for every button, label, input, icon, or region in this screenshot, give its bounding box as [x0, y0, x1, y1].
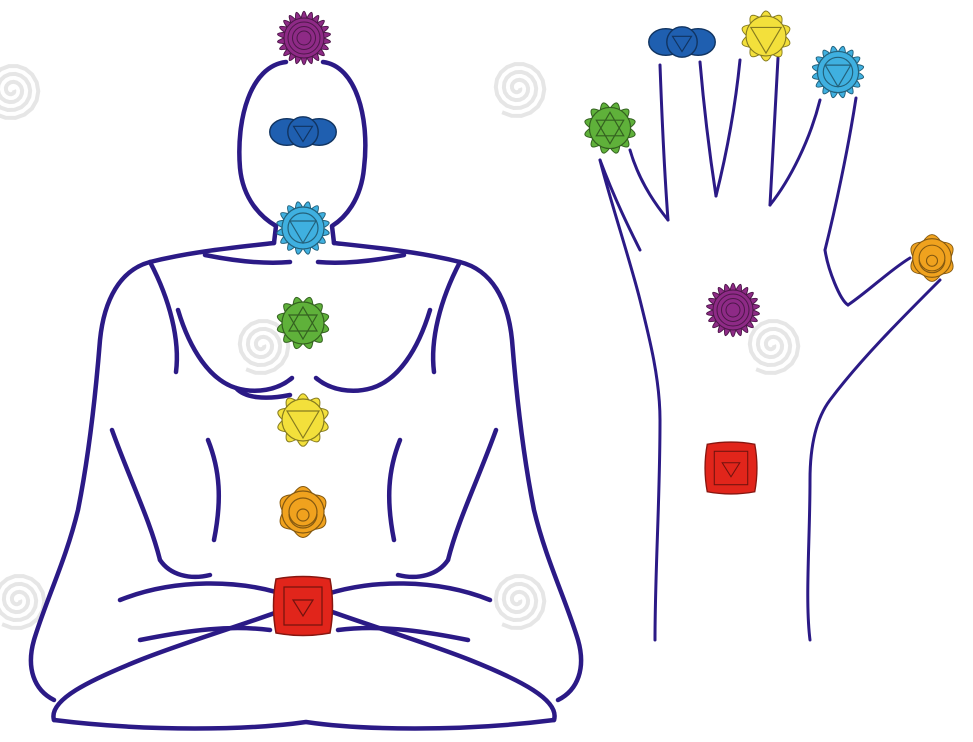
watermark: [0, 64, 798, 628]
heart-chakra-icon: [277, 297, 328, 348]
solar-plexus-chakra-icon: [278, 394, 328, 447]
watermark-spiral-icon: [496, 64, 545, 116]
meditating-body-chakras: [270, 11, 337, 635]
throat-chakra-icon: [277, 202, 329, 254]
hand-chakras: [585, 11, 953, 494]
watermark-spiral-icon: [0, 66, 38, 118]
crown-chakra-icon: [278, 11, 331, 64]
crown-chakra-icon: [707, 283, 760, 336]
watermark-spiral-icon: [750, 321, 799, 373]
root-chakra-icon: [705, 442, 757, 494]
throat-chakra-icon: [812, 46, 863, 97]
watermark-spiral-icon: [0, 576, 44, 628]
third-eye-chakra-icon: [270, 117, 337, 147]
sacral-chakra-icon: [280, 487, 326, 538]
sacral-chakra-icon: [911, 235, 953, 282]
third-eye-chakra-icon: [649, 27, 716, 57]
solar-plexus-chakra-icon: [742, 11, 790, 61]
root-chakra-icon: [274, 577, 333, 636]
watermark-spiral-icon: [496, 576, 545, 628]
heart-chakra-icon: [585, 103, 635, 153]
